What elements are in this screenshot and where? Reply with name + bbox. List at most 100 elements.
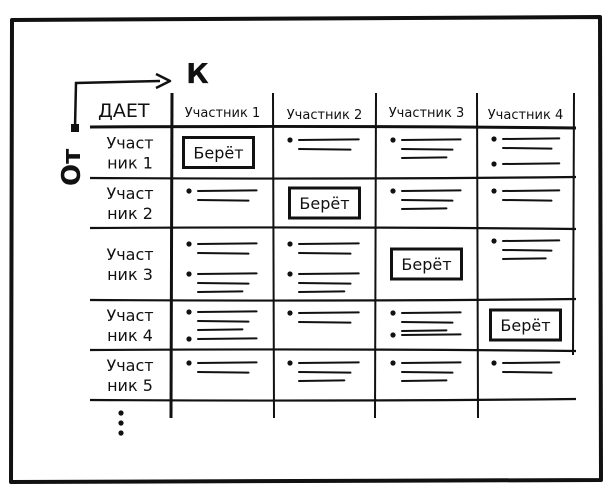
row-header-line2: ник 5	[107, 376, 153, 395]
bullet-dot	[390, 137, 396, 143]
grid-col-line	[476, 92, 479, 419]
text-line	[197, 189, 258, 192]
text-line	[502, 249, 553, 252]
cell-gives	[390, 188, 462, 210]
cell-gives	[186, 309, 258, 342]
bullet-dot	[390, 360, 396, 366]
cell-gives	[287, 360, 360, 382]
cell-gives	[390, 360, 462, 382]
text-line	[502, 361, 561, 364]
text-line	[197, 282, 250, 285]
cell-gives	[186, 188, 258, 202]
column-header: Участник 2	[287, 108, 363, 123]
text-line	[298, 242, 360, 245]
text-line	[401, 361, 462, 364]
text-line	[401, 329, 448, 332]
grid-col-line	[374, 92, 377, 419]
text-line	[197, 371, 250, 374]
text-line	[298, 290, 346, 293]
cell-gives	[491, 238, 561, 260]
text-line	[401, 199, 454, 202]
grid-row-line	[89, 297, 577, 302]
takes-label: Берёт	[299, 194, 349, 213]
bullet-dot	[186, 241, 192, 247]
cell-gives	[491, 136, 561, 167]
grid-row-line	[89, 397, 577, 402]
text-line	[197, 290, 244, 293]
text-line	[401, 148, 454, 151]
text-line	[502, 371, 553, 374]
text-line	[401, 189, 462, 192]
takes-box	[288, 186, 361, 220]
bullet-dot	[390, 332, 396, 338]
bullet-dot	[186, 271, 192, 277]
cell-takes: Берёт	[288, 186, 361, 220]
text-line	[401, 311, 462, 314]
text-line	[401, 371, 454, 374]
column-header: Участник 3	[389, 106, 465, 121]
text-line	[197, 361, 258, 364]
text-line	[401, 333, 462, 336]
bullet-dot	[287, 241, 293, 247]
text-line	[401, 138, 462, 141]
grid-row-line	[89, 124, 577, 130]
row-header-line2: ник 4	[107, 326, 153, 345]
text-line	[298, 379, 346, 382]
text-line	[298, 282, 352, 285]
matrix-grid	[89, 92, 577, 419]
cell-gives	[287, 137, 360, 151]
column-header: Участник 4	[488, 108, 564, 123]
cell-gives	[390, 310, 462, 338]
cell-takes: Берёт	[390, 247, 463, 281]
grid-row-line	[89, 175, 577, 180]
bullet-dot	[287, 310, 293, 316]
row-header-line1: Участ	[106, 184, 153, 203]
cell-takes: Берёт	[489, 308, 562, 342]
text-line	[502, 147, 553, 150]
to-axis-label: К	[186, 57, 209, 90]
takes-label: Берёт	[500, 316, 550, 335]
text-line	[197, 199, 250, 202]
bullet-dot	[491, 238, 497, 244]
text-line	[197, 310, 258, 313]
grid-row-line	[89, 226, 577, 231]
cell-gives	[186, 241, 258, 293]
cell-gives	[491, 188, 561, 202]
text-line	[197, 320, 250, 323]
text-line	[401, 207, 448, 210]
takes-label: Берёт	[401, 255, 451, 274]
bullet-dot	[186, 309, 192, 315]
bullet-dot	[390, 310, 396, 316]
bullet-dot	[186, 188, 192, 194]
row-header-line2: ник 2	[107, 204, 153, 223]
text-line	[197, 252, 250, 255]
continuation-dots	[118, 410, 124, 436]
takes-box	[182, 136, 255, 169]
takes-box	[390, 247, 463, 281]
text-line	[197, 337, 258, 340]
text-line	[502, 189, 561, 192]
text-line	[298, 148, 352, 151]
row-header-line1: Участ	[106, 134, 153, 153]
row-header-line2: ник 3	[107, 265, 153, 284]
bullet-dot	[186, 360, 192, 366]
text-line	[298, 138, 360, 141]
outer-frame	[9, 15, 603, 484]
cell-gives	[287, 310, 360, 324]
corner-label: ДАЕТ	[98, 100, 150, 122]
text-line	[298, 321, 352, 324]
grid-col-line	[169, 92, 174, 419]
takes-label: Берёт	[193, 144, 243, 163]
text-line	[197, 328, 244, 331]
row-header-line1: Участ	[106, 306, 153, 325]
grid-col-line	[272, 92, 275, 419]
bullet-dot	[491, 136, 497, 142]
grid-row-line	[89, 348, 577, 353]
cell-gives	[186, 360, 258, 374]
cell-gives	[287, 241, 360, 293]
bullet-dot	[287, 271, 293, 277]
